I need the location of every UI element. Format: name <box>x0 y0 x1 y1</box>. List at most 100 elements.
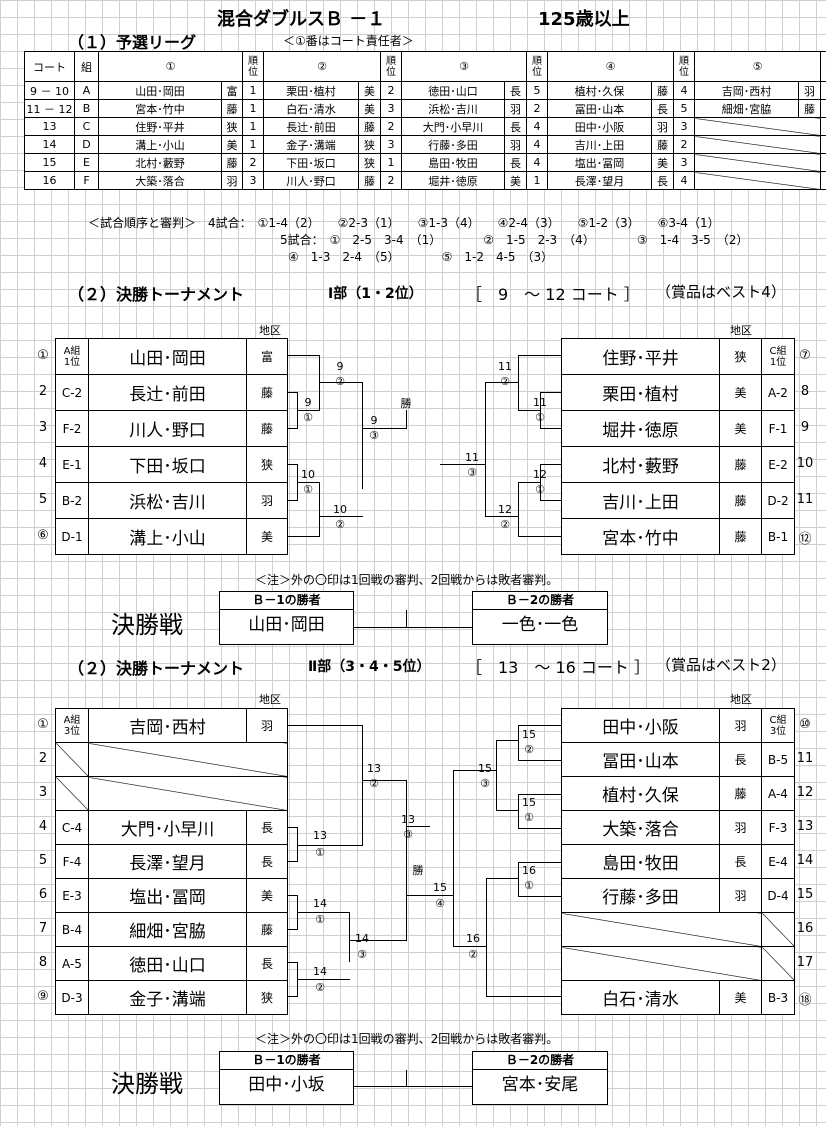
seed-number: 5 <box>38 492 48 507</box>
seed-number: 5 <box>38 853 48 868</box>
seed-source: E-2 <box>761 446 795 483</box>
pair-rank: 2 <box>242 153 264 172</box>
tournament-1-heading: （２）決勝トーナメント <box>68 285 245 304</box>
seed-source: B-3 <box>761 980 795 1015</box>
pair-region: 美 <box>246 878 288 913</box>
t1-court-mark: 11 <box>533 396 547 409</box>
seed-source: F-3 <box>761 810 795 845</box>
pair-name: 長辻･前田 <box>88 374 247 411</box>
pair-region: 美 <box>221 135 243 154</box>
tournament-1-prize: （賞品はベスト4） <box>656 283 786 301</box>
pair-rank: 2 <box>380 117 402 136</box>
seed-number: ① <box>37 348 49 363</box>
seed-number: 11 <box>796 751 814 766</box>
pair-name: 溝上･小山 <box>88 518 247 555</box>
seed-number: 9 <box>800 420 810 435</box>
pair-region: 狭 <box>358 153 381 172</box>
seed-source: D-1 <box>55 518 89 555</box>
empty-slot <box>694 135 821 154</box>
court-cell: 11 － 12 <box>24 99 75 118</box>
header-player-3: ③ <box>401 51 527 82</box>
pair-rank: 3 <box>820 81 826 100</box>
seed-number: ⑫ <box>798 532 812 547</box>
t1-b2-winner: 一色･一色 <box>501 615 579 635</box>
pair-region: 羽 <box>719 810 762 845</box>
pair-region: 羽 <box>719 708 762 743</box>
bracket-row <box>55 742 288 777</box>
t2-region-label-left: 地区 <box>259 693 281 706</box>
t2-court-mark: 15 <box>522 796 536 809</box>
pair-name: 堀井･徳原 <box>561 410 720 447</box>
pair-name: 徳田･山口 <box>88 946 247 981</box>
seed-source: C-2 <box>55 374 89 411</box>
group-cell: A <box>74 81 99 100</box>
group-cell: B <box>74 99 99 118</box>
group-cell: E <box>74 153 99 172</box>
pair-name: 大築･落合 <box>561 810 720 845</box>
header-court: コート <box>24 51 75 82</box>
empty-slot <box>88 776 288 811</box>
t1-referee-mark: ② <box>500 375 510 388</box>
seed-source: C-4 <box>55 810 89 845</box>
pair-rank: 4 <box>526 135 548 154</box>
t2-referee-mark: ② <box>369 777 379 790</box>
pair-region: 長 <box>504 81 527 100</box>
pair-region: 藤 <box>246 374 288 411</box>
bracket-row: A組 1位山田･岡田富 <box>55 338 288 375</box>
pair-region: 藤 <box>719 446 762 483</box>
empty-slot <box>694 153 821 172</box>
t2-court-mark: 13 <box>401 813 415 826</box>
t1-b1-header: Ｂ－1の勝者 <box>220 592 353 610</box>
pair-name: 吉岡･西村 <box>88 708 247 743</box>
t2-referee-mark: ① <box>524 811 534 824</box>
seed-number: 3 <box>38 785 48 800</box>
seed-number: ⑥ <box>37 528 49 543</box>
bracket-row <box>561 946 795 981</box>
t1-court-mark: 12 <box>533 468 547 481</box>
empty-source <box>761 912 795 947</box>
pair-name: 徳田･山口 <box>401 81 505 100</box>
seed-number: 2 <box>38 384 48 399</box>
seed-source: D-4 <box>761 878 795 913</box>
pair-region: 藤 <box>798 99 821 118</box>
pair-name: 行藤･多田 <box>561 878 720 913</box>
seed-source: E-4 <box>761 844 795 879</box>
seed-source: F-4 <box>55 844 89 879</box>
seed-number: ⑱ <box>798 993 812 1008</box>
t2-referee-mark: ③ <box>357 948 367 961</box>
header-player-5: ⑤ <box>694 51 821 82</box>
pair-region: 羽 <box>798 81 821 100</box>
pair-region: 羽 <box>246 708 288 743</box>
group-cell: D <box>74 135 99 154</box>
group-cell: F <box>74 171 99 190</box>
t1-final-label: 決勝戦 <box>111 611 183 639</box>
empty-rank <box>820 135 826 154</box>
pair-rank: 1 <box>380 153 402 172</box>
t2-court-mark: 13 <box>313 829 327 842</box>
pair-name: 長澤･望月 <box>88 844 247 879</box>
t2-region-label-right: 地区 <box>730 693 752 706</box>
seed-source: B-1 <box>761 518 795 555</box>
t2-referee-mark: ① <box>315 846 325 859</box>
t2-referee-mark: ② <box>315 981 325 994</box>
seed-number: 3 <box>38 420 48 435</box>
league-note: ＜①番はコート責任者＞ <box>283 34 414 48</box>
pair-region: 狭 <box>246 980 288 1015</box>
seed-source: C組 1位 <box>761 338 795 375</box>
pair-name: 植村･久保 <box>561 776 720 811</box>
pair-region: 藤 <box>719 518 762 555</box>
pair-name: 山田･岡田 <box>98 81 222 100</box>
t2-b2-winner-box: Ｂ－2の勝者 宮本･安尾 <box>472 1051 608 1105</box>
pair-rank: 3 <box>673 153 695 172</box>
pair-rank: 3 <box>242 171 264 190</box>
court-cell: 14 <box>24 135 75 154</box>
pair-name: 大門･小早川 <box>88 810 247 845</box>
